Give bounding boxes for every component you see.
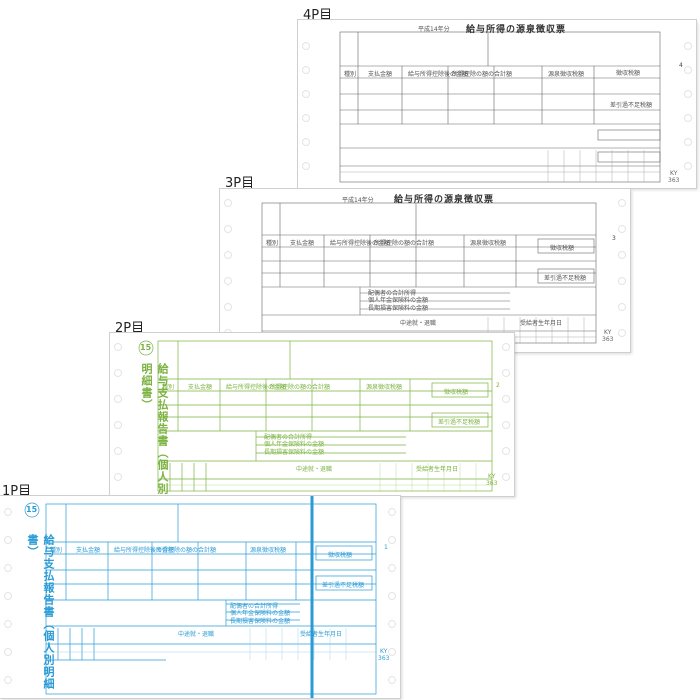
row-right-1p-0: 配偶者の合計所得 bbox=[230, 603, 279, 610]
page-label-1p: 1P目 bbox=[2, 484, 32, 499]
header-year-3p: 平成14年分 bbox=[342, 197, 374, 204]
row1-label-1p-1: 支払金額 bbox=[76, 547, 101, 554]
form-sheet-4p: 平成14年分 給与所得の源泉徴収票 種別 支払金額 給与所得控除後の金額 所得控… bbox=[298, 20, 696, 188]
form-sheet-1p: 15 給与支払報告書（個人別明細書） 種別 支払金額 給与所得控除後の金額 所得… bbox=[0, 496, 400, 698]
form-grid-3p bbox=[224, 199, 626, 344]
row1-label-1p-4: 源泉徴収税額 bbox=[250, 547, 287, 554]
row1-label-1p-3: 所得控除の額の合計額 bbox=[156, 547, 217, 554]
row1-label-4p-1: 支払金額 bbox=[368, 71, 393, 78]
row1-label-3p-1: 支払金額 bbox=[290, 240, 315, 247]
bottom-3p-1: 受給者生年月日 bbox=[520, 320, 563, 327]
row-right-3p-2: 長期損害保険料の金額 bbox=[368, 305, 429, 312]
code-4p-line1: KY bbox=[670, 170, 678, 177]
bottom-2p-1: 受給者生年月日 bbox=[416, 466, 459, 473]
page-label-4p: 4P目 bbox=[303, 8, 333, 23]
row-right-2p-0: 配偶者の合計所得 bbox=[264, 434, 313, 441]
row1-label-3p-0: 種別 bbox=[266, 240, 279, 247]
vertical-title-2p: 給与支払報告書（個人別明細書） bbox=[140, 363, 169, 495]
code-2p-line2: 363 bbox=[486, 480, 498, 487]
code-1p-line1: KY bbox=[380, 648, 388, 655]
row1-label-1p-0: 種別 bbox=[50, 547, 63, 554]
row1-label-3p-3: 所得控除の額の合計額 bbox=[374, 240, 435, 247]
form-grid-2p bbox=[114, 340, 510, 492]
row1-label-2p-4: 源泉徴収税額 bbox=[366, 384, 403, 391]
side-box-2p-0: 徴収税額 bbox=[444, 389, 469, 396]
side-box-3p-1: 差引過不足税額 bbox=[544, 275, 587, 282]
header-year-4p: 平成14年分 bbox=[418, 26, 450, 33]
side-box-1p-0: 徴収税額 bbox=[328, 552, 353, 559]
code-4p-line2: 363 bbox=[668, 177, 680, 184]
side-box-2p-1: 差引過不足税額 bbox=[438, 419, 481, 426]
side-box-1p-1: 差引過不足税額 bbox=[322, 582, 365, 589]
row-right-2p-2: 長期損害保険料の金額 bbox=[264, 449, 325, 456]
form-grid-1p bbox=[4, 496, 396, 698]
vertical-title-1p: 給与支払報告書（個人別明細書） bbox=[26, 534, 55, 690]
side-box-4p-0: 徴収税額 bbox=[616, 70, 641, 77]
row1-label-3p-4: 源泉徴収税額 bbox=[470, 240, 507, 247]
row1-label-2p-3: 所得控除の額の合計額 bbox=[270, 384, 331, 391]
code-3p-line2: 363 bbox=[602, 336, 614, 343]
code-3p-line1: KY bbox=[604, 329, 612, 336]
page-label-3p: 3P目 bbox=[225, 176, 255, 191]
page-number-2p: 2 bbox=[496, 382, 500, 389]
form-title-4p: 給与所得の源泉徴収票 bbox=[466, 25, 567, 35]
bottom-3p-0: 中途就・退職 bbox=[400, 320, 437, 327]
form-number-1p: 15 bbox=[26, 505, 38, 514]
row1-label-2p-2: 給与所得控除後の金額 bbox=[226, 384, 287, 391]
page-number-4p: 4 bbox=[679, 62, 683, 69]
row1-label-2p-0: 種別 bbox=[162, 384, 175, 391]
row1-label-1p-2: 給与所得控除後の金額 bbox=[114, 547, 175, 554]
row1-label-2p-1: 支払金額 bbox=[188, 384, 213, 391]
form-sheet-2p: 15 給与支払報告書（個人別明細書） 種別 支払金額 給与所得控除後の金額 所得… bbox=[110, 333, 514, 496]
row-right-2p-1: 個人年金保険料の金額 bbox=[264, 441, 325, 448]
form-sheet-3p: 平成14年分 給与所得の源泉徴収票 種別 支払金額 給与所得控除後の金額 所得控… bbox=[220, 189, 630, 352]
page-number-1p: 1 bbox=[384, 544, 388, 551]
row1-label-4p-3: 所得控除の額の合計額 bbox=[452, 71, 513, 78]
row1-label-4p-4: 源泉徴収税額 bbox=[548, 71, 585, 78]
row1-label-4p-0: 種別 bbox=[344, 71, 357, 78]
row1-label-3p-2: 給与所得控除後の金額 bbox=[330, 240, 391, 247]
bottom-1p-0: 中途就・退職 bbox=[178, 631, 215, 638]
form-number-2p: 15 bbox=[140, 343, 152, 352]
row-right-3p-1: 個人年金保険料の金額 bbox=[368, 297, 429, 304]
code-2p-line1: KY bbox=[488, 473, 496, 480]
page-number-3p: 3 bbox=[612, 235, 616, 242]
side-box-4p-1: 差引過不足税額 bbox=[610, 102, 653, 109]
code-1p-line2: 363 bbox=[378, 655, 390, 662]
row-right-1p-2: 長期損害保険料の金額 bbox=[230, 618, 291, 625]
side-box-3p-0: 徴収税額 bbox=[550, 245, 575, 252]
row-right-3p-0: 配偶者の合計所得 bbox=[368, 290, 417, 297]
bottom-1p-1: 受給者生年月日 bbox=[300, 631, 343, 638]
form-grid-4p bbox=[302, 31, 692, 183]
row1-label-4p-2: 給与所得控除後の金額 bbox=[408, 71, 469, 78]
page-label-2p: 2P目 bbox=[115, 321, 145, 336]
row-right-1p-1: 個人年金保険料の金額 bbox=[230, 610, 291, 617]
form-title-3p: 給与所得の源泉徴収票 bbox=[394, 195, 495, 205]
bottom-2p-0: 中途就・退職 bbox=[296, 466, 333, 473]
